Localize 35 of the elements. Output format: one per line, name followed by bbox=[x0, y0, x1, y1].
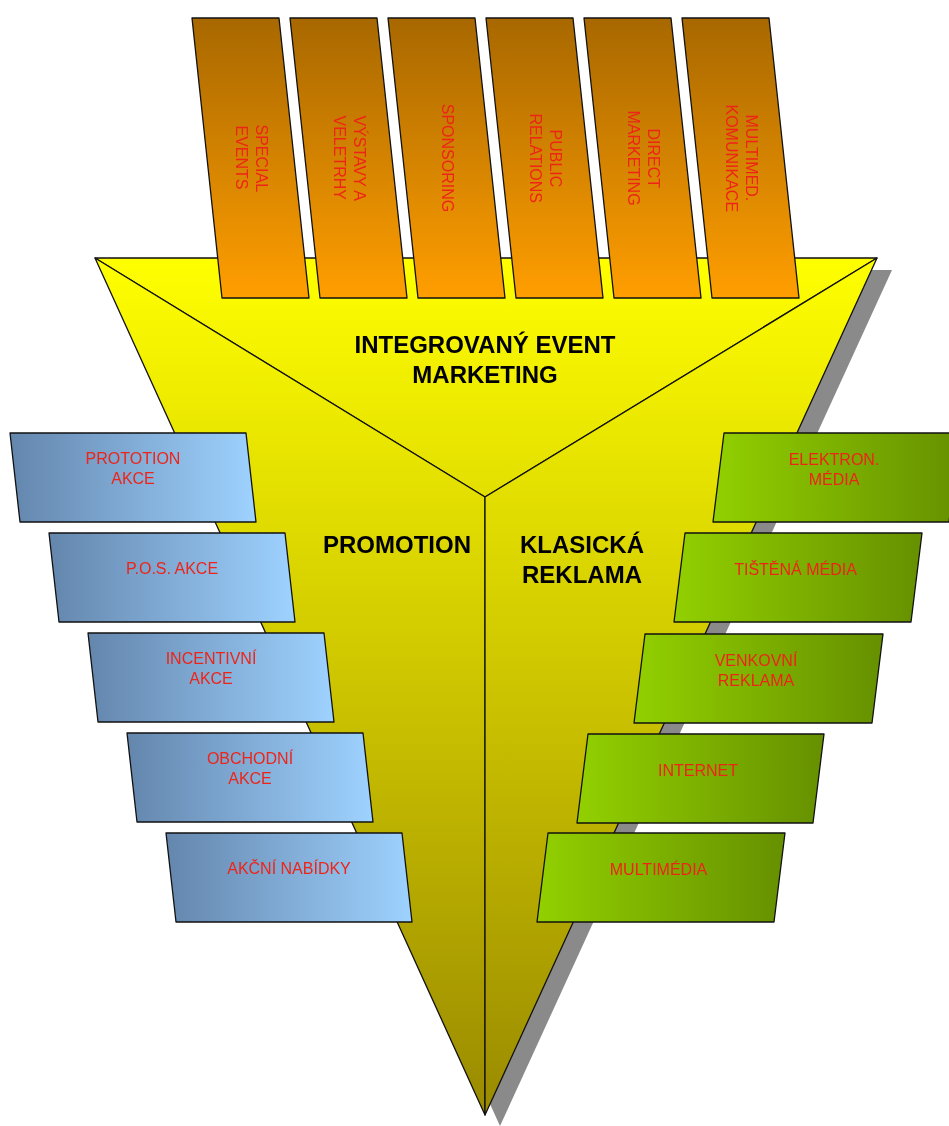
panel-label: SPONSORING bbox=[438, 103, 457, 213]
segment-title: PROMOTION bbox=[323, 530, 471, 560]
category-panel bbox=[166, 833, 412, 922]
panel-label: PROTOTION AKCE bbox=[84, 449, 182, 489]
category-panel bbox=[584, 18, 701, 298]
category-panel bbox=[577, 734, 824, 823]
panel-label: INCENTIVNÍ AKCE bbox=[164, 649, 258, 689]
panel-label: TIŠTĚNÁ MÉDIA bbox=[734, 560, 857, 580]
category-panel bbox=[10, 433, 256, 522]
panel-label: MULTIMED. KOMUNIKACE bbox=[722, 103, 761, 214]
panel-label: VENKOVNÍ REKLAMA bbox=[713, 651, 799, 691]
category-panel bbox=[290, 18, 407, 298]
category-panel bbox=[634, 634, 883, 723]
segment-title: KLASICKÁ REKLAMA bbox=[519, 530, 645, 590]
panel-label: OBCHODNÍ AKCE bbox=[205, 749, 295, 789]
panel-label: VÝSTAVY A VELETRHY bbox=[330, 114, 369, 203]
segment-title: INTEGROVANÝ EVENT MARKETING bbox=[353, 330, 617, 390]
category-panel bbox=[486, 18, 603, 298]
category-panel bbox=[713, 433, 949, 522]
panel-label: SPECIAL EVENTS bbox=[232, 123, 271, 194]
category-panel bbox=[49, 533, 295, 622]
panel-label: PUBLIC RELATIONS bbox=[526, 112, 565, 205]
panel-label: DIRECT MARKETING bbox=[624, 109, 663, 208]
panel-label: ELEKTRON. MÉDIA bbox=[787, 450, 881, 490]
panel-label: P.O.S. AKCE bbox=[125, 559, 219, 579]
category-panel bbox=[88, 633, 334, 722]
category-panel bbox=[388, 18, 505, 298]
category-panel bbox=[537, 833, 785, 922]
category-panel bbox=[127, 733, 373, 822]
panel-label: MULTIMÉDIA bbox=[609, 860, 708, 880]
panel-label: AKČNÍ NABÍDKY bbox=[227, 859, 351, 879]
category-panel bbox=[682, 18, 799, 298]
category-panel bbox=[192, 18, 309, 298]
category-panel bbox=[674, 533, 922, 622]
panel-label: INTERNET bbox=[658, 761, 738, 781]
